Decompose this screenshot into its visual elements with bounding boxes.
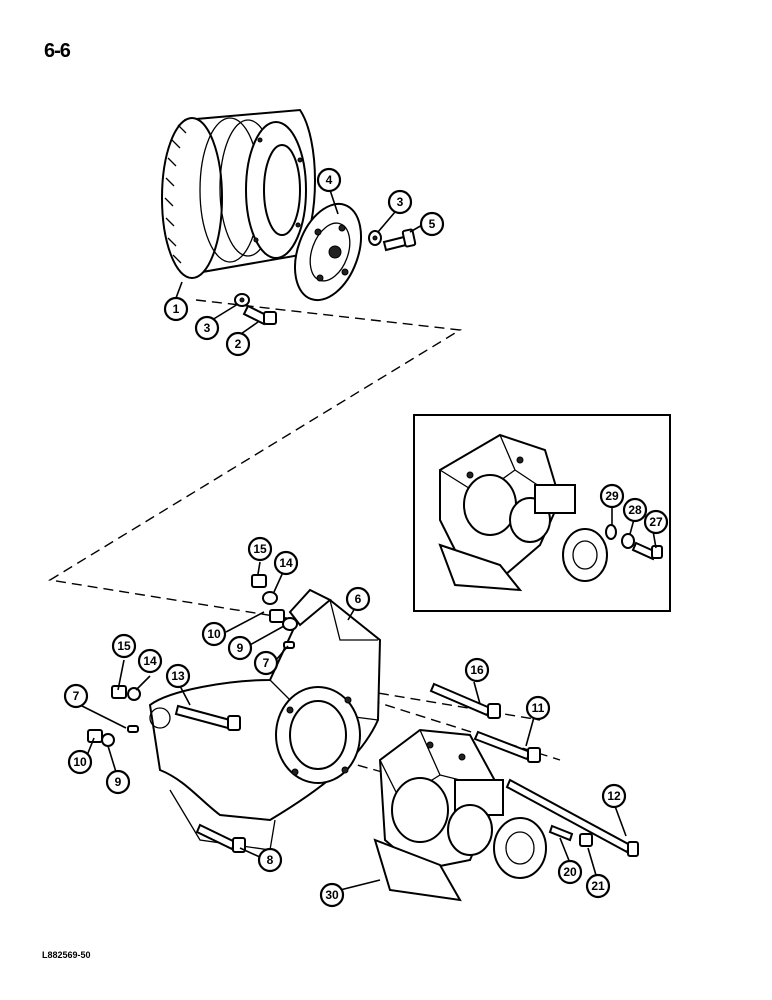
svg-text:7: 7 [263,656,270,670]
svg-text:3: 3 [397,195,404,209]
alignment-line [48,299,463,626]
callout-9: 9 [227,635,253,661]
svg-text:9: 9 [115,775,122,789]
callout-12: 12 [601,783,627,809]
svg-text:10: 10 [207,627,221,641]
callout-11: 11 [525,695,551,721]
callout-30: 30 [319,882,345,908]
coupling-disc [294,202,362,302]
callout-27: 27 [643,509,669,535]
callout-9: 9 [105,769,131,795]
callout-8: 8 [257,847,283,873]
callout-5: 5 [419,211,445,237]
figure-reference: L882569-50 [42,950,91,960]
svg-text:29: 29 [605,489,619,503]
callout-13: 13 [165,663,191,689]
svg-text:14: 14 [143,654,157,668]
callout-20: 20 [557,859,583,885]
svg-text:21: 21 [591,879,605,893]
callout-10: 10 [67,749,93,775]
page-number: 6-6 [44,40,71,62]
svg-text:2: 2 [235,337,242,351]
callout-7: 7 [63,683,89,709]
svg-text:3: 3 [204,321,211,335]
callout-7: 7 [253,650,279,676]
callout-15: 15 [111,633,137,659]
pump-housing [148,588,382,851]
svg-text:30: 30 [325,888,339,902]
callout-14: 14 [273,550,299,576]
callout-3: 3 [387,189,413,215]
callout-21: 21 [585,873,611,899]
svg-text:1: 1 [173,302,180,316]
svg-text:28: 28 [628,503,642,517]
svg-text:12: 12 [607,789,621,803]
callout-28: 28 [622,497,648,523]
svg-text:14: 14 [279,556,293,570]
callout-15: 15 [247,536,273,562]
svg-text:8: 8 [267,853,274,867]
svg-text:5: 5 [429,217,436,231]
svg-text:11: 11 [532,701,545,715]
svg-text:10: 10 [73,755,87,769]
svg-text:15: 15 [117,639,131,653]
callout-2: 2 [225,331,251,357]
callout-3: 3 [194,315,220,341]
callout-1: 1 [163,296,189,322]
top-hardware [234,228,417,326]
svg-text:4: 4 [326,173,333,187]
svg-text:27: 27 [649,515,663,529]
callout-16: 16 [464,657,490,683]
callout-4: 4 [316,167,342,193]
flywheel-assembly [161,108,316,279]
svg-text:13: 13 [171,669,185,683]
callout-29: 29 [599,483,625,509]
svg-text:20: 20 [563,865,577,879]
svg-text:6: 6 [355,592,362,606]
svg-text:16: 16 [470,663,484,677]
hydraulic-pump [373,728,547,902]
lower-hardware [87,574,639,857]
svg-text:9: 9 [237,641,244,655]
callout-10: 10 [201,621,227,647]
callout-6: 6 [345,586,371,612]
callout-14: 14 [137,648,163,674]
svg-text:7: 7 [73,689,80,703]
svg-text:15: 15 [253,542,267,556]
